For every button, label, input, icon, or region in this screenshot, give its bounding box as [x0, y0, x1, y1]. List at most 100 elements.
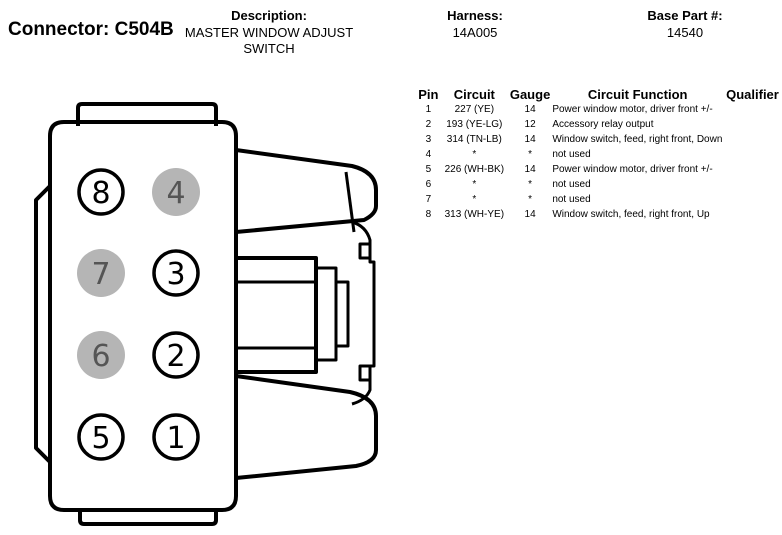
base-part-label: Base Part #:	[647, 8, 723, 23]
function-cell: Power window motor, driver front +/-	[552, 104, 713, 115]
left-side-rail	[34, 184, 52, 464]
pin-cavity: 8	[77, 168, 125, 216]
pin-number: 8	[91, 176, 110, 211]
circuit-cell: 313 (WH-YE)	[444, 209, 505, 220]
pin-circle	[77, 413, 125, 461]
table-row: 8 313 (WH-YE) 14 Window switch, feed, right…	[416, 207, 782, 222]
pin-circle	[152, 249, 200, 297]
description-line-1: MASTER WINDOW ADJUST	[184, 25, 354, 40]
function-cell: not used	[552, 149, 591, 160]
lock-nub	[334, 280, 350, 348]
description-line-2: SWITCH	[243, 41, 295, 56]
connector-pins: 8 4 7 3 6 2 5 1	[77, 168, 200, 461]
pin-number: 3	[166, 257, 185, 292]
pin-number: 2	[166, 339, 185, 374]
circuit-cell: 226 (WH-BK)	[444, 164, 505, 175]
table-row: 2 193 (YE-LG) 12 Accessory relay output	[416, 117, 782, 132]
gauge-cell: 12	[524, 119, 536, 130]
function-cell: Window switch, feed, right front, Up	[552, 209, 710, 220]
qualifier-cell	[723, 132, 782, 147]
circuit-cell: *	[472, 179, 477, 190]
pin-circle	[77, 331, 125, 379]
description-value: MASTER WINDOW ADJUST SWITCH	[178, 25, 360, 57]
pin-cavity: 2	[152, 331, 200, 379]
pin-circle	[77, 249, 125, 297]
gauge-cell: 14	[524, 164, 536, 175]
gauge-cell: 14	[524, 209, 536, 220]
bottom-latch-tab	[78, 510, 218, 526]
right-upper-block	[235, 148, 378, 234]
pin-cavity: 3	[152, 249, 200, 297]
harness-value: 14A005	[452, 25, 498, 40]
pin-cavity: 4	[152, 168, 200, 216]
qualifier-cell	[723, 117, 782, 132]
lock-block	[314, 266, 338, 362]
rail-socket-lower	[358, 364, 372, 382]
pin-cell: 2	[425, 119, 432, 130]
gauge-cell: *	[528, 149, 533, 160]
function-cell: Window switch, feed, right front, Down	[552, 134, 723, 145]
circuit-cell: 227 (YE)	[454, 104, 495, 115]
pin-cavity: 5	[77, 413, 125, 461]
pin-cell: 6	[425, 179, 432, 190]
pin-number: 6	[91, 339, 110, 374]
gauge-cell: *	[528, 194, 533, 205]
pin-cavity: 6	[77, 331, 125, 379]
function-cell: not used	[552, 194, 591, 205]
pin-cell: 3	[425, 134, 432, 145]
gauge-cell: *	[528, 179, 533, 190]
connector-title: Connector: C504B	[8, 19, 174, 40]
table-row: 4**not used	[416, 147, 782, 162]
qualifier-cell	[723, 147, 782, 162]
right-rail	[351, 220, 376, 406]
qualifier-cell	[723, 177, 782, 192]
pin-circle	[152, 413, 200, 461]
circuit-cell: 193 (YE-LG)	[446, 119, 503, 130]
pin-number: 5	[91, 421, 110, 456]
pin-circle	[152, 331, 200, 379]
gauge-cell: 14	[524, 104, 536, 115]
rail-socket-upper	[358, 242, 372, 260]
pin-cell: 4	[425, 149, 432, 160]
description-label: Description:	[231, 8, 307, 23]
pin-circle	[77, 168, 125, 216]
table-row: 7 * * not used	[416, 192, 782, 207]
pin-number: 7	[91, 257, 110, 292]
pin-cell: 8	[425, 209, 432, 220]
connector-housing	[34, 102, 378, 526]
connector-body	[48, 120, 238, 512]
pin-number: 4	[166, 176, 185, 211]
pin-cell: 5	[425, 164, 432, 175]
pin-cell: 7	[425, 194, 432, 205]
middle-divider	[236, 280, 316, 350]
table-row: 3 314 (TN-LB) 14 Window switch, feed, right…	[416, 132, 782, 147]
header-circuit-function: Circuit Function	[587, 86, 688, 102]
base-part-value: 14540	[666, 25, 704, 40]
pin-circle	[152, 168, 200, 216]
header-circuit: Circuit	[453, 86, 495, 102]
pin-table-header-row: Pin Circuit Gauge Circuit Function Quali…	[416, 86, 782, 102]
circuit-cell: 314 (TN-LB)	[446, 134, 502, 145]
pin-number: 1	[166, 421, 185, 456]
right-middle-block	[236, 256, 318, 374]
qualifier-cell	[723, 162, 782, 177]
function-cell: Accessory relay output	[552, 119, 654, 130]
connector-details	[236, 171, 376, 406]
function-cell: not used	[552, 179, 591, 190]
table-row: 6 * * not used	[416, 177, 782, 192]
circuit-cell: *	[472, 194, 477, 205]
header-pin: Pin	[418, 86, 439, 102]
right-lower-block	[235, 374, 378, 480]
qualifier-cell	[723, 192, 782, 207]
header-gauge: Gauge	[509, 86, 551, 102]
harness-label: Harness:	[447, 8, 503, 23]
pin-cavity: 7	[77, 249, 125, 297]
header-qualifier: Qualifier	[726, 86, 779, 102]
qualifier-cell	[723, 102, 782, 117]
gauge-cell: 14	[524, 134, 536, 145]
qualifier-cell	[723, 207, 782, 222]
pin-cavity: 1	[152, 413, 200, 461]
